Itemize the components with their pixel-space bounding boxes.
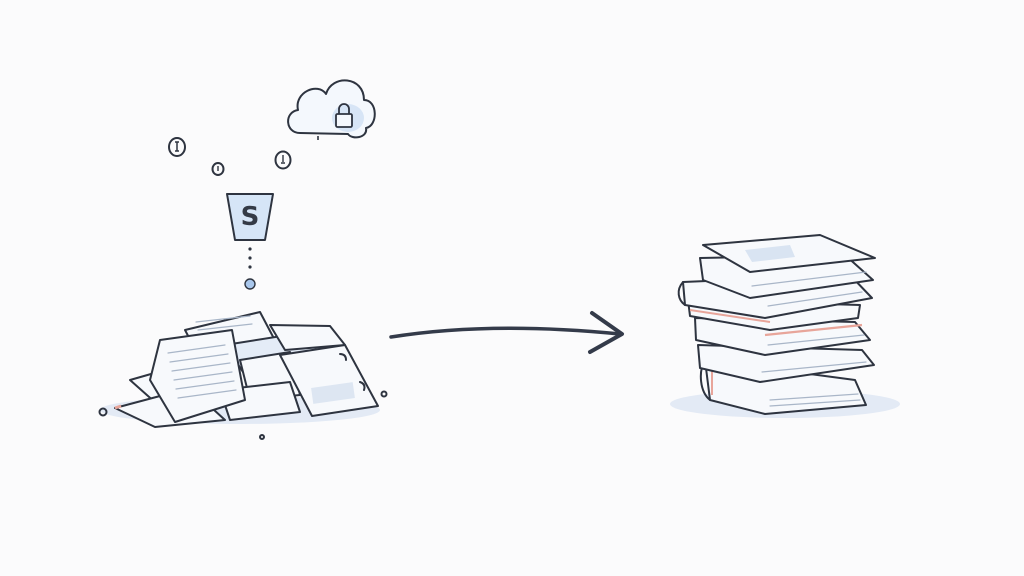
arrow-right-icon xyxy=(389,311,624,354)
clock-icon xyxy=(211,162,225,176)
s-bucket-icon: S xyxy=(226,193,274,241)
book xyxy=(697,344,875,383)
cloud-lock-icon xyxy=(287,79,376,140)
dotted-trail xyxy=(244,247,256,290)
bucket-label: S xyxy=(241,202,260,232)
clock-icon xyxy=(168,137,186,157)
book xyxy=(702,234,876,273)
clock-icon xyxy=(274,150,292,170)
paper-pile xyxy=(98,311,388,440)
book-stack xyxy=(670,234,900,418)
